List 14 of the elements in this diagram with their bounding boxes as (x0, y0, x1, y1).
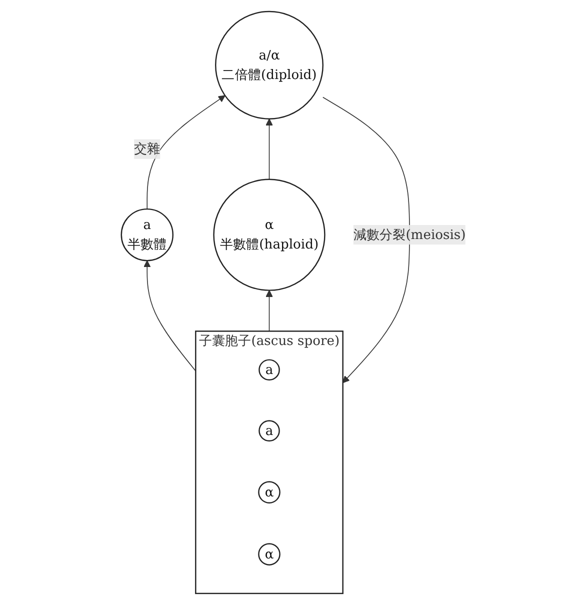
edge-label: 交雜 (134, 140, 160, 156)
node-circle: a (258, 359, 280, 380)
node-circle: α (258, 481, 280, 504)
node-circle: a (258, 420, 280, 442)
node-circle: a/α 二倍體(diploid) (214, 10, 324, 120)
arrow (322, 96, 410, 384)
arrow (266, 290, 273, 332)
arrow (266, 118, 273, 180)
arrow (143, 260, 196, 372)
arrow (146, 95, 226, 210)
node-circle: α (258, 543, 280, 566)
node-circle: a 半數體 (120, 208, 174, 262)
node-circle: α 半數體(haploid) (213, 178, 326, 291)
edge-label: 減數分裂(meiosis) (353, 226, 466, 242)
